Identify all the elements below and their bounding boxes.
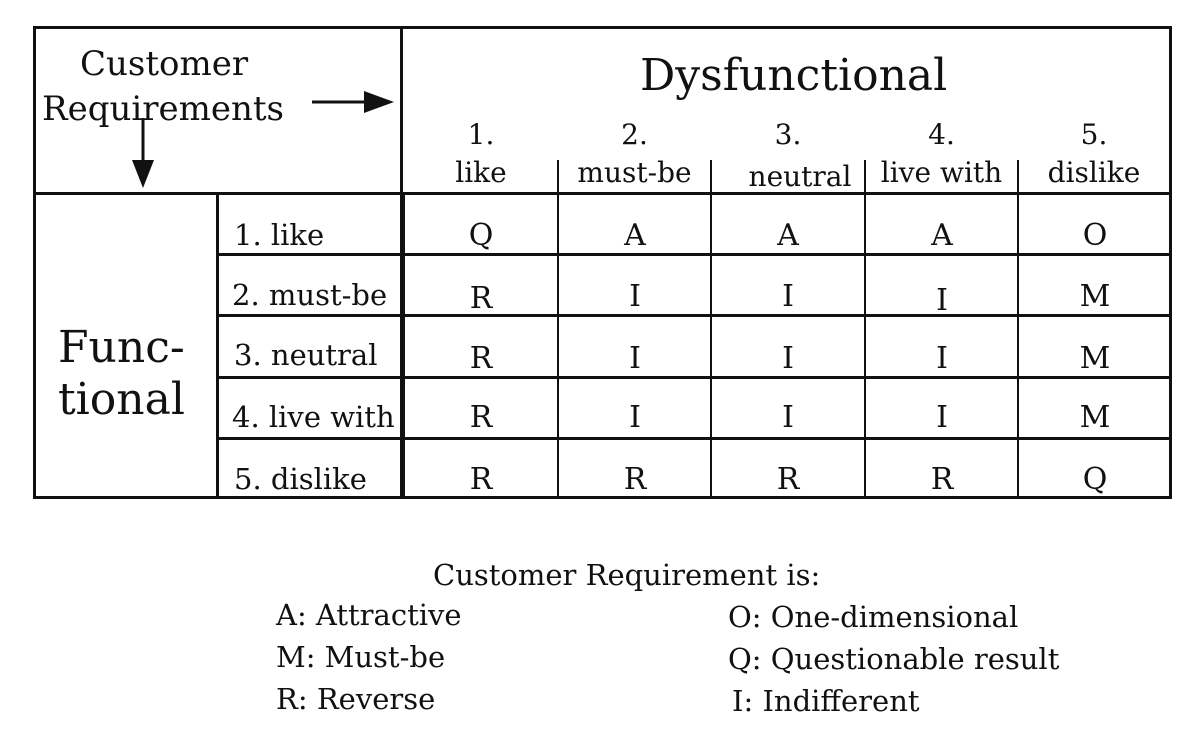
dysfunctional-col-label-1: like: [455, 156, 507, 189]
dysfunctional-col-num-5: 5.: [1080, 118, 1108, 151]
dysfunctional-col-label-3: neutral: [748, 160, 852, 193]
header-divider-vertical: [400, 26, 403, 196]
matrix-cell-r5-c2: R: [623, 462, 647, 497]
dysfunctional-col-num-2: 2.: [621, 118, 648, 151]
matrix-cell-r4-c1: R: [469, 400, 493, 435]
matrix-cell-r1-c1: Q: [468, 218, 494, 253]
functional-label-divider: [216, 192, 219, 499]
dysfunctional-col-label-2: must-be: [577, 156, 692, 189]
legend-item-questionable-result: Q: Questionable result: [728, 642, 1060, 676]
matrix-cell-r2-c2: I: [629, 279, 641, 314]
dysfunctional-col-label-4: live with: [880, 156, 1003, 189]
down-arrow-icon: [132, 118, 154, 188]
legend-item-attractive: A: Attractive: [276, 598, 462, 632]
matrix-cell-r5-c3: R: [776, 462, 800, 497]
header-col-divider-1: [557, 160, 559, 194]
dysfunctional-col-num-4: 4.: [928, 118, 955, 151]
matrix-cell-r3-c5: M: [1079, 341, 1111, 376]
corner-label-line2: Requirements: [42, 89, 285, 129]
table-border-top: [33, 26, 1172, 29]
matrix-cell-r1-c3: A: [777, 218, 799, 253]
legend-item-indifferent: I: Indifferent: [732, 684, 920, 718]
table-border-bottom: [33, 496, 1172, 499]
matrix-cell-r2-c3: I: [782, 279, 794, 314]
matrix-left-divider: [400, 192, 405, 499]
matrix-col-divider-1: [557, 192, 559, 499]
matrix-cell-r4-c2: I: [629, 400, 641, 435]
table-border-left: [33, 26, 36, 499]
matrix-cell-r4-c3: I: [782, 400, 794, 435]
right-arrow-icon: [312, 91, 394, 113]
functional-row-label-4: 4. live with: [232, 400, 395, 434]
matrix-cell-r4-c4: I: [936, 400, 948, 435]
matrix-cell-r3-c4: I: [936, 341, 948, 376]
matrix-cell-r5-c1: R: [469, 462, 493, 497]
corner-label-line1: Customer: [80, 44, 249, 84]
matrix-cell-r4-c5: M: [1079, 400, 1111, 435]
header-col-divider-3: [864, 160, 866, 194]
matrix-cell-r5-c5: Q: [1082, 462, 1108, 497]
functional-row-label-2: 2. must-be: [232, 278, 388, 312]
matrix-cell-r1-c2: A: [624, 218, 646, 253]
matrix-col-divider-4: [1017, 192, 1019, 499]
header-col-divider-4: [1017, 160, 1019, 194]
header-col-divider-2: [710, 160, 712, 194]
matrix-cell-r1-c5: O: [1082, 218, 1108, 253]
table-border-right: [1169, 26, 1172, 499]
matrix-col-divider-3: [864, 192, 866, 499]
matrix-col-divider-2: [710, 192, 712, 499]
legend-title: Customer Requirement is:: [433, 558, 821, 592]
dysfunctional-col-label-5: dislike: [1047, 156, 1141, 189]
functional-row-label-1: 1. like: [234, 218, 325, 252]
matrix-cell-r3-c3: I: [782, 341, 794, 376]
functional-label-line2: tional: [58, 374, 185, 425]
row-divider-3: [216, 376, 1172, 379]
matrix-cell-r5-c4: R: [930, 462, 954, 497]
row-divider-2: [216, 314, 1172, 317]
dysfunctional-title: Dysfunctional: [640, 50, 948, 101]
matrix-cell-r2-c1: R: [469, 281, 493, 316]
functional-row-label-3: 3. neutral: [234, 338, 378, 372]
matrix-cell-r3-c1: R: [469, 341, 493, 376]
dysfunctional-col-num-3: 3.: [774, 118, 802, 151]
functional-row-label-5: 5. dislike: [234, 462, 367, 496]
legend-item-one-dimensional: O: One-dimensional: [728, 600, 1019, 634]
row-divider-4: [216, 437, 1172, 440]
legend-item-reverse: R: Reverse: [276, 682, 436, 716]
matrix-cell-r1-c4: A: [931, 218, 953, 253]
functional-label-line1: Func-: [58, 322, 185, 373]
matrix-cell-r3-c2: I: [629, 341, 641, 376]
matrix-cell-r2-c4: I: [936, 283, 948, 318]
legend-item-must-be: M: Must-be: [276, 640, 446, 674]
matrix-cell-r2-c5: M: [1079, 279, 1111, 314]
header-divider-horizontal: [33, 192, 1172, 195]
dysfunctional-col-num-1: 1.: [467, 118, 495, 151]
row-divider-1: [216, 253, 1172, 256]
